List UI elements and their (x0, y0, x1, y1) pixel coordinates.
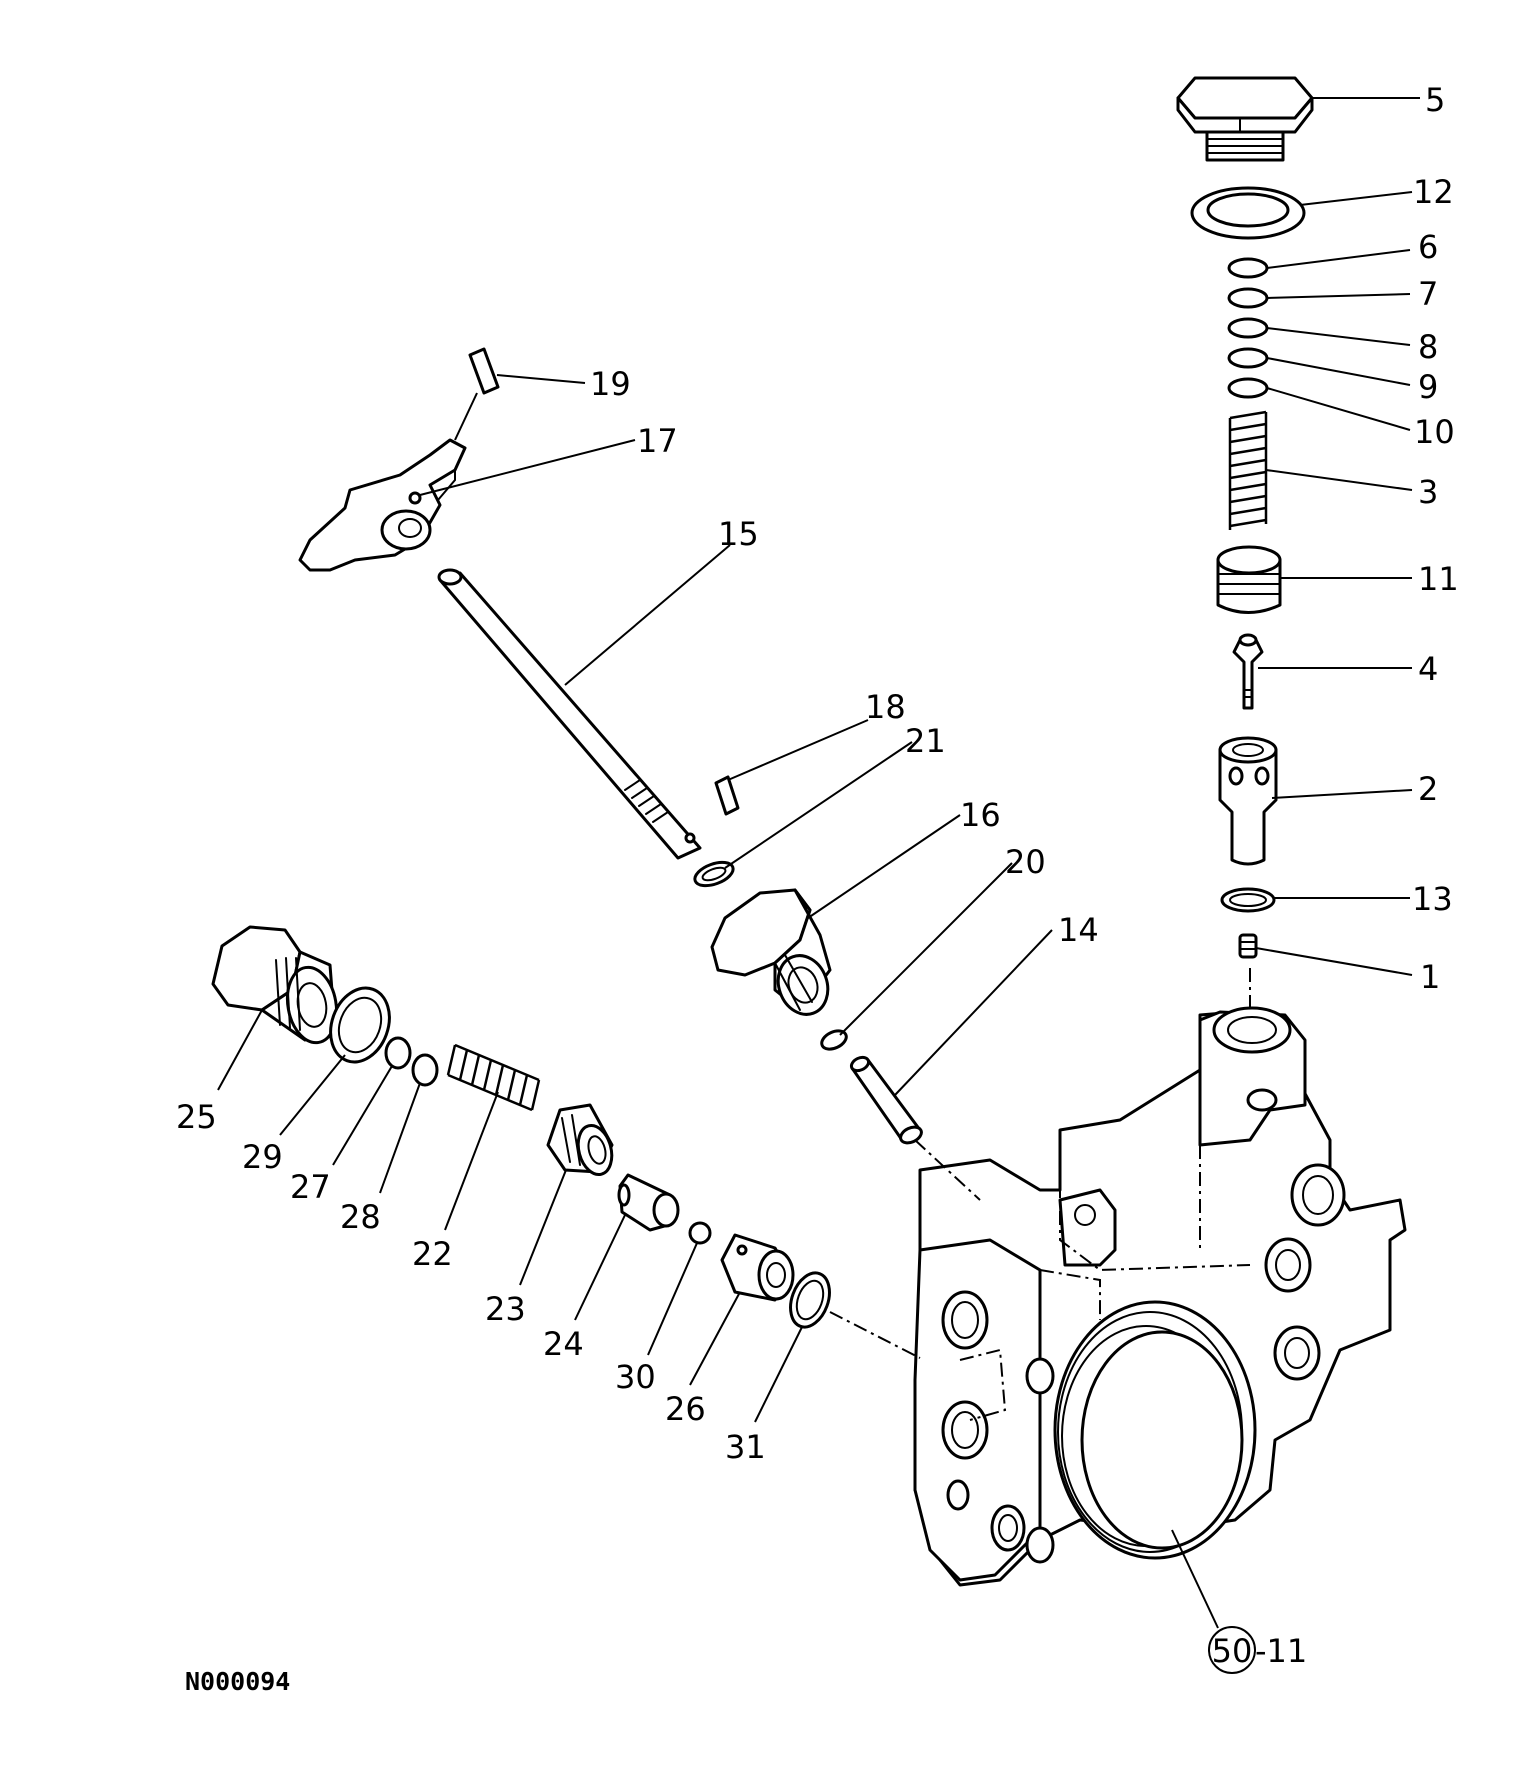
part-26-sleeve (720, 1233, 795, 1302)
part-4-poppet (1232, 633, 1264, 710)
callout-1: 1 (1420, 958, 1440, 996)
part-13-o-ring (1220, 887, 1276, 913)
callout-3: 3 (1418, 473, 1438, 511)
part-30-ball (688, 1221, 712, 1245)
callout-28: 28 (340, 1198, 381, 1236)
part-16-adapter (710, 888, 832, 1016)
part-2-cartridge (1218, 736, 1278, 866)
part-22-spring (446, 1043, 541, 1112)
callout-31: 31 (725, 1428, 766, 1466)
callout-14: 14 (1058, 911, 1099, 949)
callout-21: 21 (905, 722, 946, 760)
part-31-o-ring (789, 1271, 831, 1329)
part-18-pin (714, 775, 740, 816)
callout-16: 16 (960, 796, 1001, 834)
callout-2: 2 (1418, 770, 1438, 808)
part-11-seat (1216, 545, 1282, 614)
callout-11: 11 (1418, 560, 1459, 598)
callout-23: 23 (485, 1290, 526, 1328)
callout-24: 24 (543, 1325, 584, 1363)
callout-15: 15 (718, 515, 759, 553)
part-15-shaft (437, 568, 702, 860)
callout-6: 6 (1418, 228, 1438, 266)
callout-20: 20 (1005, 843, 1046, 881)
callout-5: 5 (1425, 81, 1445, 119)
leader-lines (217, 97, 1420, 1629)
reference-number: 50 (1212, 1632, 1253, 1670)
callout-26: 26 (665, 1390, 706, 1428)
part-24-poppet (617, 1173, 680, 1232)
part-19-pin (468, 347, 500, 395)
part-12-washer (1190, 186, 1306, 240)
callout-12: 12 (1413, 173, 1454, 211)
part-17-lever (298, 392, 478, 572)
part-5-hex-plug (1176, 76, 1314, 162)
callout-13: 13 (1412, 880, 1453, 918)
part-3-spring (1228, 410, 1268, 530)
drawing-id: N000094 (185, 1667, 290, 1696)
valve-housing (913, 1006, 1407, 1587)
callout-25: 25 (176, 1098, 217, 1136)
part-14-plunger (849, 1055, 923, 1145)
reference-callout: 50 -11 (1208, 1626, 1307, 1674)
part-29-washer (329, 986, 391, 1064)
callout-17: 17 (637, 422, 678, 460)
callout-30: 30 (615, 1358, 656, 1396)
part-25-hex-plug (211, 925, 339, 1045)
callout-labels: 5 12 6 7 8 9 10 3 11 4 2 13 1 19 17 15 1… (176, 81, 1459, 1466)
part-27-shim (384, 1036, 412, 1070)
part-1-plug (1238, 933, 1258, 959)
reference-circle (1208, 1626, 1256, 1674)
reference-suffix: -11 (1255, 1632, 1307, 1670)
callout-7: 7 (1418, 275, 1438, 313)
part-28-shim (411, 1053, 439, 1087)
part-21-o-ring (693, 860, 735, 888)
callout-29: 29 (242, 1138, 283, 1176)
callout-18: 18 (865, 688, 906, 726)
callout-10: 10 (1414, 413, 1455, 451)
callout-27: 27 (290, 1168, 331, 1206)
part-20-o-ring (820, 1029, 848, 1051)
part-23-seat (546, 1103, 614, 1177)
callout-8: 8 (1418, 328, 1438, 366)
callout-9: 9 (1418, 368, 1438, 406)
callout-22: 22 (412, 1235, 453, 1273)
callout-4: 4 (1418, 650, 1438, 688)
parts-6-10-shims (1227, 257, 1269, 399)
callout-19: 19 (590, 365, 631, 403)
